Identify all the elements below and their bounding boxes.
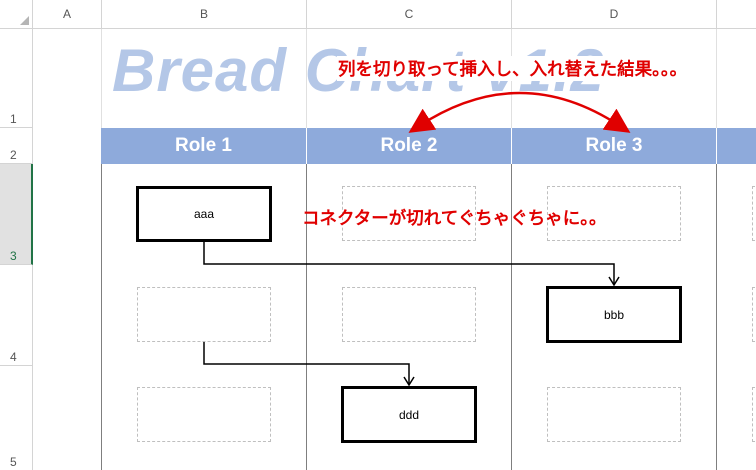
process-box-aaa[interactable]: aaa [136,186,272,242]
placeholder-box[interactable] [137,387,271,442]
connector-aaa-to-bbb[interactable] [203,242,620,287]
column-header-b[interactable]: B [102,0,307,29]
placeholder-box[interactable] [342,287,476,342]
column-header-a[interactable]: A [33,0,102,29]
role-header-2: Role 2 [307,128,512,164]
gridline [101,29,102,128]
gridline [306,29,307,128]
process-box-ddd[interactable]: ddd [341,386,477,443]
row-header-3[interactable]: 3 [0,164,33,265]
annotation-broken-connectors: コネクターが切れてぐちゃぐちゃに。。 [302,209,607,229]
row-header-5[interactable]: 5 [0,366,33,470]
placeholder-box[interactable] [137,287,271,342]
role-header-3: Role 3 [512,128,717,164]
role-header-4 [717,128,756,164]
gridline [716,29,717,128]
row-header-2[interactable]: 2 [0,128,33,164]
swap-arrow [408,91,631,133]
placeholder-box[interactable] [752,287,756,342]
select-all-button[interactable] [0,0,33,29]
process-label: bbb [603,307,625,322]
placeholder-box[interactable] [752,387,756,442]
placeholder-box[interactable] [547,186,681,241]
placeholder-box[interactable] [547,387,681,442]
row-header-1[interactable]: 1 [0,29,33,128]
column-header-d[interactable]: D [512,0,717,29]
lane-role-3 [512,164,717,470]
connector-to-ddd[interactable] [203,342,415,387]
placeholder-box[interactable] [752,186,756,241]
process-label: aaa [193,207,215,221]
annotation-swap-result: 列を切り取って挿入し、入れ替えた結果。。。 [337,56,689,81]
process-label: ddd [398,407,420,422]
role-header-1: Role 1 [101,128,307,164]
lane-role-2 [307,164,512,470]
column-header-e[interactable] [717,0,756,29]
placeholder-box[interactable] [342,186,476,241]
process-box-bbb[interactable]: bbb [546,286,682,343]
row-header-4[interactable]: 4 [0,265,33,366]
column-header-c[interactable]: C [307,0,512,29]
lane-role-1 [101,164,307,470]
